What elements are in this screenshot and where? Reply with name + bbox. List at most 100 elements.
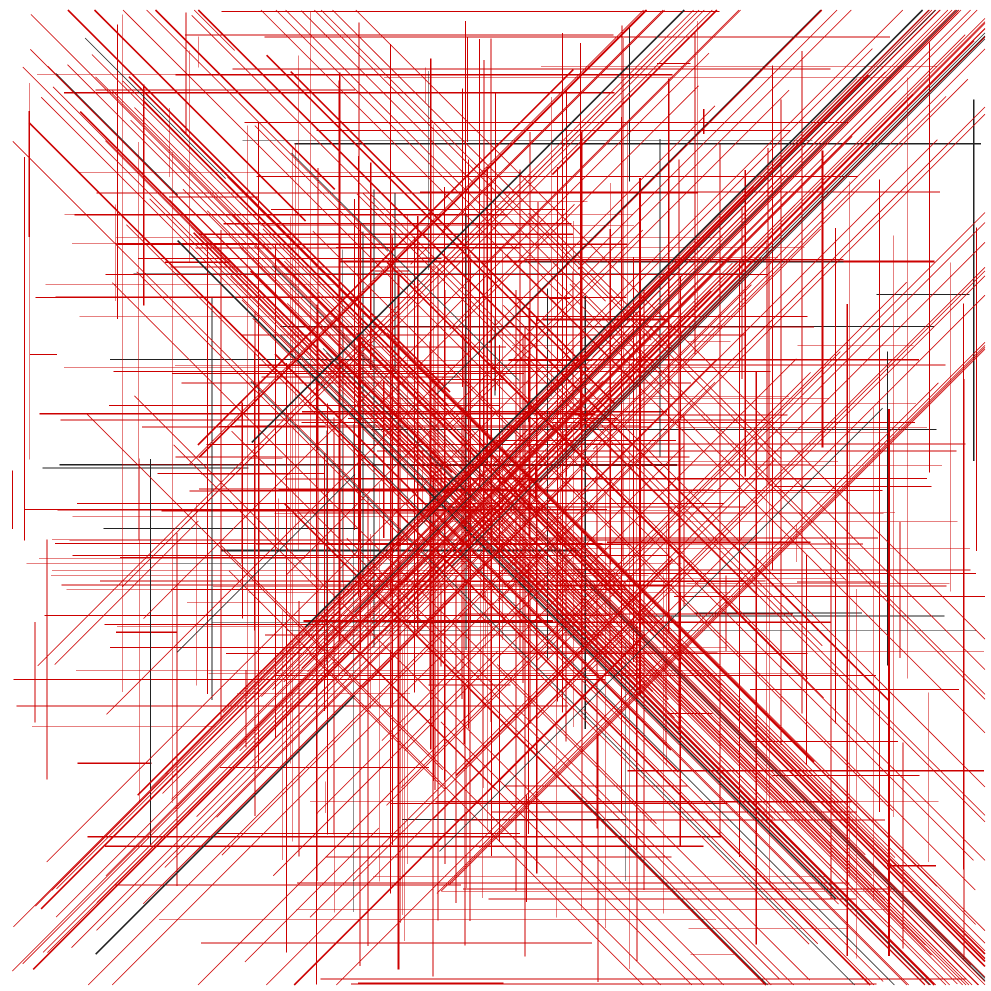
line-stroke-606 — [361, 475, 575, 689]
line-stroke-461 — [480, 591, 875, 986]
line-stroke-460 — [52, 86, 239, 273]
line-stroke-627 — [425, 74, 870, 518]
line-stroke-658 — [592, 9, 941, 358]
line-stroke-526 — [274, 353, 672, 751]
line-stroke-450 — [384, 260, 986, 861]
line-stroke-696 — [536, 212, 986, 661]
line-stroke-473 — [55, 73, 179, 196]
line-stroke-476 — [435, 511, 909, 986]
line-stroke-695 — [386, 351, 841, 806]
line-stroke-692 — [272, 9, 953, 690]
line-stroke-647 — [563, 9, 904, 350]
line-stroke-603 — [444, 9, 740, 305]
line-stroke-666 — [534, 9, 941, 417]
line-stroke-608 — [239, 491, 500, 752]
line-stroke-567 — [146, 9, 389, 252]
line-stroke-648 — [538, 35, 986, 483]
line-stroke-544 — [314, 9, 606, 302]
line-stroke-594 — [449, 348, 986, 886]
line-stroke-703 — [283, 9, 956, 683]
line-stroke-471 — [320, 9, 652, 341]
line-stroke-499 — [149, 198, 937, 986]
line-stroke-678 — [106, 105, 716, 715]
line-stroke-561 — [249, 270, 453, 474]
line-stroke-609 — [377, 71, 886, 580]
line-stroke-436 — [583, 709, 819, 945]
line-stroke-435 — [227, 176, 938, 887]
line-stroke-662 — [40, 573, 377, 910]
line-stroke-699 — [174, 380, 604, 810]
line-stroke-539 — [193, 9, 235, 51]
line-stroke-562 — [84, 37, 226, 179]
line-stroke-555 — [356, 332, 986, 963]
line-stroke-682 — [379, 85, 699, 406]
line-stroke-514 — [380, 599, 767, 986]
line-stroke-619 — [165, 522, 417, 774]
line-stroke-542 — [111, 282, 811, 981]
line-stroke-598 — [293, 633, 646, 986]
line-stroke-446 — [252, 317, 839, 905]
line-stroke-604 — [551, 9, 718, 176]
line-stroke-559 — [112, 90, 272, 250]
line-stroke-477 — [272, 265, 986, 979]
line-stroke-708 — [318, 9, 960, 651]
line-stroke-573 — [428, 488, 926, 986]
line-stroke-605 — [55, 401, 573, 918]
line-stroke-707 — [408, 94, 914, 600]
line-stroke-716 — [304, 9, 924, 628]
line-stroke-654 — [536, 270, 986, 720]
line-stroke-652 — [450, 32, 986, 567]
line-stroke-490 — [266, 54, 616, 405]
line-stroke-455 — [458, 373, 976, 891]
line-stroke-661 — [46, 364, 544, 863]
line-stroke-501 — [326, 352, 958, 985]
line-stroke-536 — [93, 9, 307, 222]
line-stroke-665 — [436, 9, 821, 395]
line-stroke-433 — [386, 332, 986, 931]
line-stroke-551 — [279, 334, 931, 986]
line-stroke-456 — [231, 430, 780, 979]
line-stroke-527 — [177, 240, 837, 900]
line-stroke-540 — [191, 15, 823, 647]
line-stroke-667 — [498, 9, 971, 483]
line-stroke-483 — [182, 188, 980, 986]
line-stroke-533 — [253, 245, 379, 371]
line-stroke-597 — [539, 36, 986, 483]
line-stroke-719 — [388, 36, 986, 634]
line-stroke-580 — [96, 441, 586, 931]
line-stroke-639 — [196, 28, 986, 817]
line-stroke-587 — [336, 382, 939, 986]
line-stroke-718 — [307, 191, 788, 673]
line-stroke-524 — [220, 544, 661, 986]
line-stroke-623 — [344, 40, 975, 671]
line-stroke-676 — [198, 9, 648, 459]
line-stroke-643 — [261, 9, 949, 697]
line-stroke-516 — [143, 100, 449, 407]
line-stroke-686 — [473, 9, 933, 469]
line-stroke-590 — [301, 516, 454, 669]
line-stroke-546 — [286, 303, 970, 986]
line-stroke-637 — [436, 345, 986, 894]
line-stroke-522 — [322, 348, 477, 502]
line-stroke-472 — [290, 71, 590, 371]
line-stroke-589 — [176, 474, 356, 653]
line-stroke-705 — [162, 467, 489, 794]
line-stroke-683 — [330, 185, 755, 610]
line-stroke-704 — [439, 407, 883, 852]
line-stroke-632 — [400, 249, 737, 585]
line-stroke-633 — [185, 45, 664, 525]
line-stroke-690 — [87, 475, 598, 986]
line-stroke-715 — [307, 9, 705, 407]
line-stroke-592 — [381, 36, 972, 627]
line-stroke-550 — [462, 484, 963, 986]
line-stroke-548 — [351, 364, 959, 971]
line-stroke-640 — [22, 90, 897, 965]
line-stroke-491 — [597, 632, 887, 923]
line-stroke-655 — [164, 642, 390, 868]
line-stroke-693 — [391, 9, 713, 332]
line-stroke-574 — [134, 395, 724, 986]
line-stroke-571 — [502, 304, 986, 788]
line-stroke-673 — [251, 9, 685, 444]
line-stroke-630 — [488, 9, 823, 344]
